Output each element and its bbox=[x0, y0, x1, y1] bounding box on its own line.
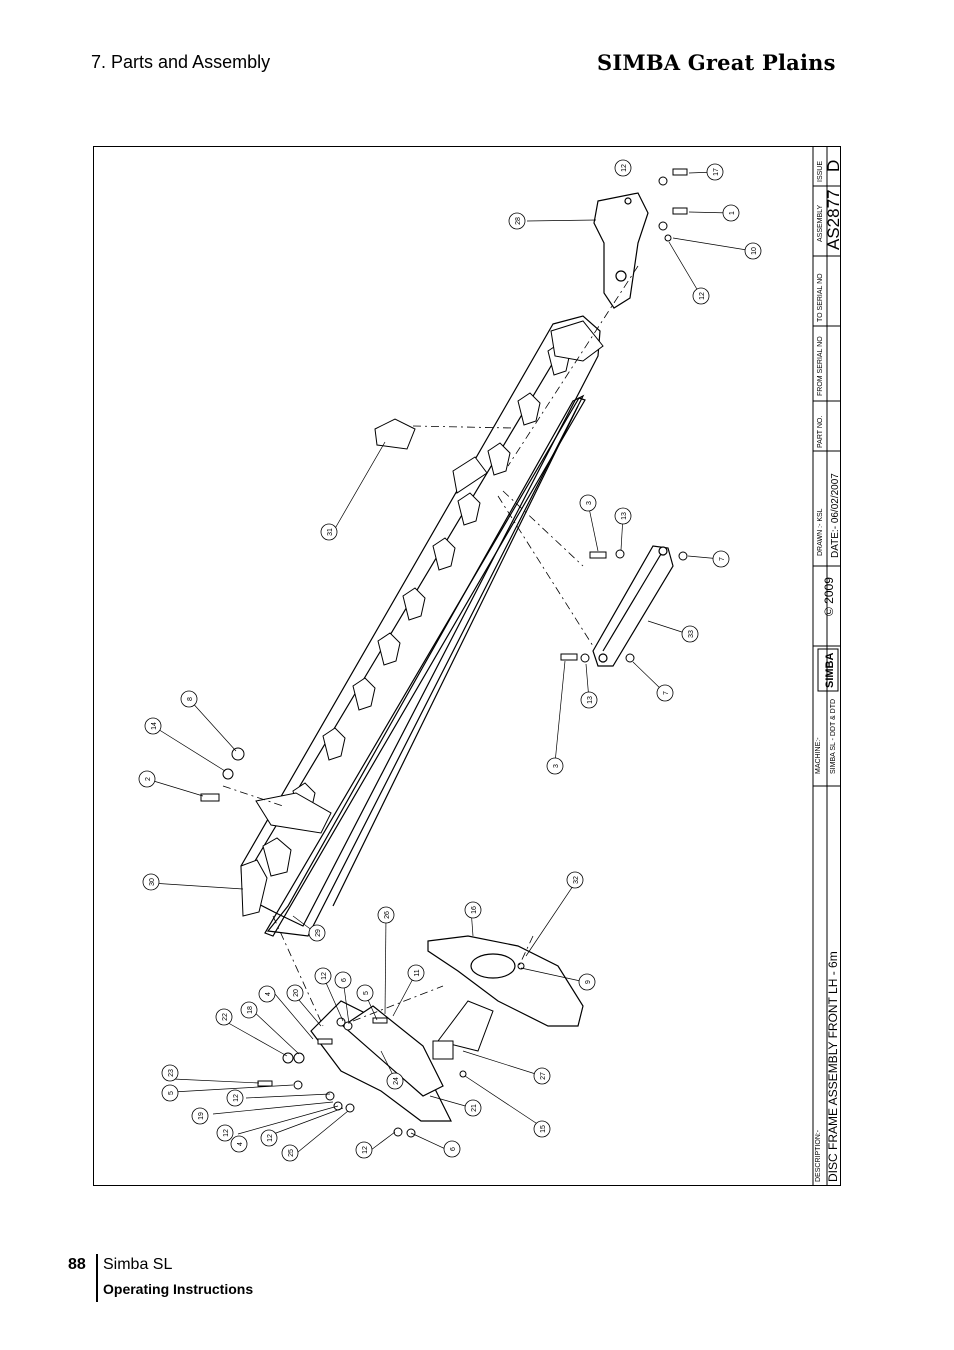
callout-label: 1 bbox=[729, 211, 736, 215]
callout-label: 2 bbox=[145, 777, 152, 781]
arm-assembly bbox=[592, 545, 674, 667]
footer-model: Simba SL bbox=[103, 1256, 173, 1273]
callout-label: 21 bbox=[471, 1104, 478, 1112]
mounting-plate bbox=[550, 320, 604, 362]
callout-label: 8 bbox=[187, 697, 194, 701]
callout-label: 25 bbox=[288, 1149, 295, 1157]
callout-label: 12 bbox=[699, 292, 706, 300]
hub-assembly bbox=[432, 1000, 494, 1060]
small-bracket bbox=[374, 418, 416, 450]
callout-label: 5 bbox=[363, 991, 370, 995]
callout-label: 18 bbox=[247, 1006, 254, 1014]
callout-label: 32 bbox=[573, 876, 580, 884]
drawing-frame bbox=[93, 146, 841, 1186]
stamp-logo: SIMBA bbox=[824, 653, 836, 689]
callout-label: 4 bbox=[265, 992, 272, 996]
callout-label: 3 bbox=[586, 501, 593, 505]
drawing-date: DATE:- 06/02/2007 bbox=[830, 473, 841, 558]
callout-label: 15 bbox=[540, 1125, 547, 1133]
title-block bbox=[812, 146, 841, 1186]
to-serial-label: TO SERIAL NO bbox=[817, 273, 824, 322]
callout-label: 6 bbox=[341, 978, 348, 982]
machine-label: MACHINE:- bbox=[815, 737, 822, 774]
callout-label: 12 bbox=[362, 1146, 369, 1154]
assembly-label: ASSEMBLY bbox=[817, 204, 824, 242]
drawn-by: DRAWN :- KSL bbox=[817, 508, 824, 556]
footer-subtitle: Operating Instructions bbox=[103, 1281, 254, 1297]
callout-label: 16 bbox=[471, 906, 478, 914]
callout-label: 17 bbox=[713, 168, 720, 176]
callout-label: 30 bbox=[149, 878, 156, 886]
brand-logo: SIMBA Great Plains bbox=[597, 50, 836, 75]
callout-label: 19 bbox=[198, 1112, 205, 1120]
section-title: 7. Parts and Assembly bbox=[91, 52, 271, 72]
copyright: © 2009 bbox=[822, 577, 836, 616]
callout-label: 12 bbox=[233, 1094, 240, 1102]
callout-label: 23 bbox=[168, 1069, 175, 1077]
exploded-parts-drawing: ISSUE D ASSEMBLY AS2877 TO SERIAL NO FRO… bbox=[138, 146, 841, 1186]
description-value: DISC FRAME ASSEMBLY FRONT LH - 6m bbox=[826, 951, 840, 1182]
callout-label: 12 bbox=[621, 164, 628, 172]
main-beam bbox=[240, 315, 601, 937]
callout-label: 26 bbox=[384, 911, 391, 919]
machine-value: SIMBA SL - DDT & DTD bbox=[830, 699, 837, 774]
callout-label: 6 bbox=[450, 1147, 457, 1151]
callout-label: 12 bbox=[223, 1129, 230, 1137]
callout-label: 13 bbox=[621, 512, 628, 520]
callout-label: 11 bbox=[414, 969, 421, 976]
callout-label: 20 bbox=[293, 989, 300, 997]
callout-label: 33 bbox=[688, 630, 695, 638]
callout-label: 27 bbox=[540, 1072, 547, 1080]
top-bracket bbox=[593, 192, 649, 309]
construction-lines bbox=[222, 265, 639, 1027]
callout-label: 10 bbox=[751, 247, 758, 255]
callout-label: 12 bbox=[267, 1134, 274, 1142]
callout-label: 29 bbox=[315, 929, 322, 937]
callout-label: 5 bbox=[168, 1091, 175, 1095]
footer-divider bbox=[96, 1254, 98, 1302]
callout-label: 24 bbox=[393, 1077, 400, 1085]
callout-label: 7 bbox=[663, 691, 670, 695]
callout-label: 28 bbox=[515, 217, 522, 225]
disc-blade bbox=[427, 935, 584, 1027]
callout-label: 3 bbox=[553, 764, 560, 768]
callout-numbers: 12 17 1 28 10 12 31 3 13 7 33 7 13 3 8 1… bbox=[145, 164, 758, 1157]
from-serial-label: FROM SERIAL NO bbox=[817, 336, 824, 396]
callout-label: 7 bbox=[719, 557, 726, 561]
callout-label: 31 bbox=[327, 528, 334, 536]
callout-label: 14 bbox=[151, 722, 158, 730]
fasteners bbox=[200, 168, 688, 1138]
callout-label: 4 bbox=[237, 1142, 244, 1146]
issue-label: ISSUE bbox=[817, 161, 824, 182]
disc-leg bbox=[310, 1000, 452, 1122]
callout-label: 12 bbox=[321, 972, 328, 980]
page-number: 88 bbox=[68, 1256, 86, 1273]
callout-balloons bbox=[138, 159, 762, 1162]
callout-label: 9 bbox=[585, 980, 592, 984]
description-label: DESCRIPTION:- bbox=[815, 1129, 822, 1182]
callout-label: 13 bbox=[587, 696, 594, 704]
callout-label: 22 bbox=[222, 1013, 229, 1021]
part-no-label: PART NO. bbox=[817, 416, 824, 448]
issue-value: D bbox=[824, 160, 841, 172]
simba-stamp: SIMBA bbox=[817, 648, 839, 692]
assembly-number: AS2877 bbox=[824, 190, 841, 251]
leader-lines bbox=[146, 171, 754, 1153]
